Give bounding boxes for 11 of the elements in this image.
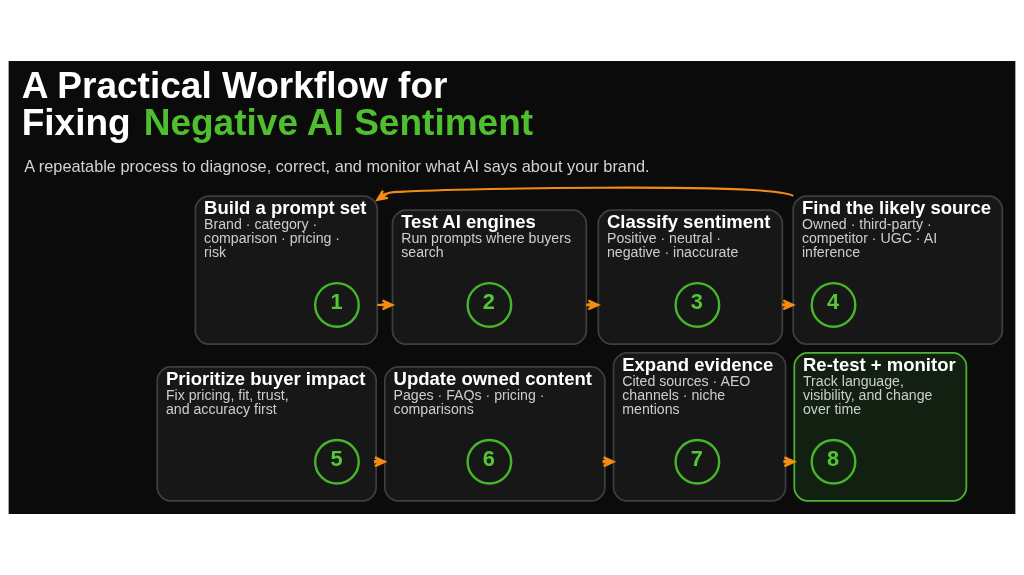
label: A repeatable process to diagnose, correct, and monitor what AI says about your brand. — [24, 156, 650, 175]
node-circle: 4 — [810, 281, 857, 328]
diagram-title: A Practical Workflow for Fixing Negative AI Sentiment — [21, 64, 534, 144]
node-circle: 6 — [466, 438, 513, 485]
node-circle: 1 — [313, 281, 360, 328]
node-circle: 3 — [674, 281, 721, 328]
arrow — [376, 186, 794, 201]
node-circle: 2 — [466, 281, 513, 328]
node-circle: 5 — [313, 438, 360, 485]
node-circle: 7 — [674, 438, 721, 485]
node-circle: 8 — [810, 438, 857, 485]
